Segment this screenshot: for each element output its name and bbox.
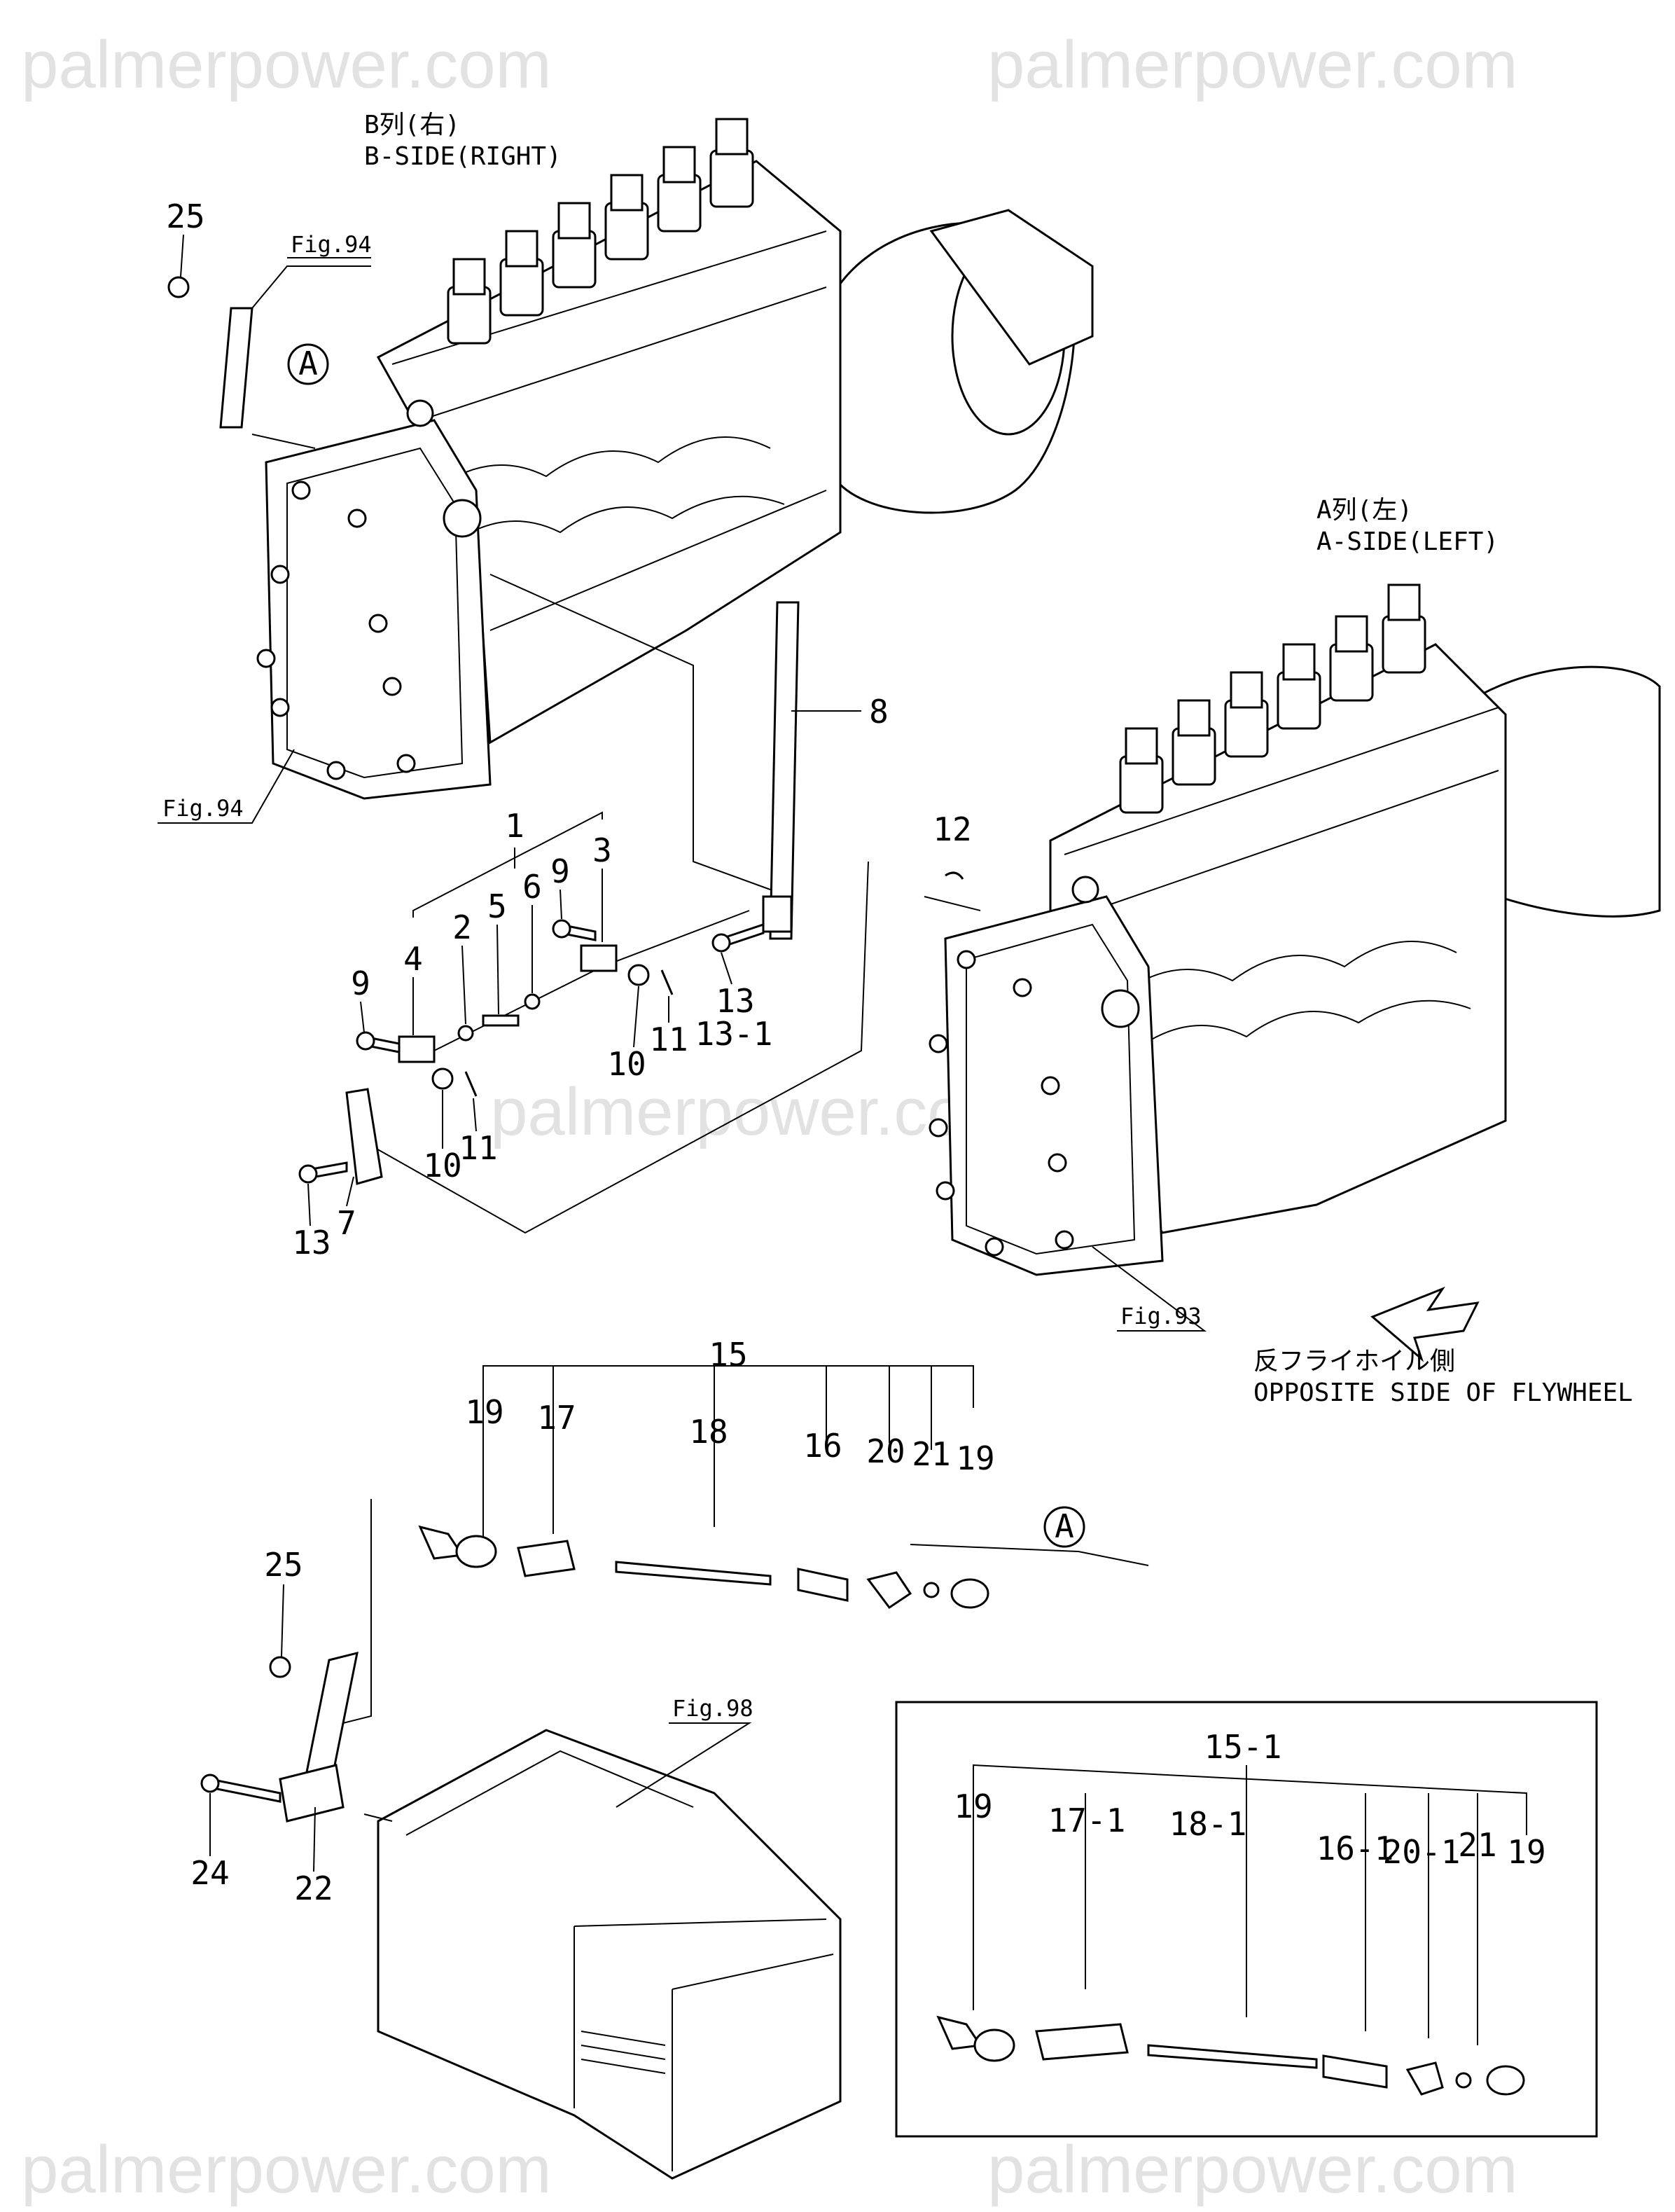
part-15-label: 15: [709, 1336, 747, 1374]
inset-ball-joint-left: [973, 2028, 1015, 2062]
part-20-1-label: 20-1: [1383, 1833, 1461, 1871]
yoke-3: [580, 944, 618, 972]
part-4-label: 4: [403, 940, 423, 978]
inset-rod-18-1: [1147, 2044, 1318, 2069]
part-21-label: 21: [912, 1435, 950, 1473]
part-16-1-label: 16-1: [1316, 1830, 1394, 1867]
nut-25-top: [167, 276, 190, 298]
b-side-heading-jp: B列(右): [364, 111, 460, 139]
part-3-label: 3: [592, 831, 612, 869]
ball-joint-19-right: [950, 1578, 989, 1609]
part-18-1-label: 18-1: [1169, 1805, 1247, 1843]
watermark-layer: palmerpower.com palmerpower.com palmerpo…: [21, 27, 1518, 2207]
bolt-24: [200, 1774, 220, 1793]
part-9-upper-label: 9: [550, 852, 570, 890]
part-22-label: 22: [294, 1869, 333, 1907]
lever-8: [769, 601, 800, 940]
part-20-label: 20: [866, 1432, 905, 1470]
part-5-label: 5: [487, 887, 507, 925]
delivery-valves: [447, 118, 754, 345]
inset-ball-joint-right: [1486, 2065, 1525, 2096]
inset-nut-20-1: [1405, 2061, 1444, 2096]
callout-a-mid-circle: [1043, 1506, 1085, 1548]
yoke-4: [398, 1035, 436, 1063]
part-15-1-label: 15-1: [1204, 1728, 1282, 1766]
part-21-inset-label: 21: [1458, 1826, 1496, 1864]
part-17-label: 17: [537, 1399, 576, 1437]
part-11-lower-label: 11: [459, 1129, 497, 1167]
inset-nut-21: [1455, 2072, 1472, 2089]
part-18-label: 18: [689, 1413, 728, 1451]
part-25-top-label: 25: [166, 198, 204, 235]
part-19-inset-right-label: 19: [1507, 1833, 1545, 1871]
rod-5: [482, 1014, 520, 1027]
rod-18: [615, 1561, 772, 1586]
callout-a-top-circle: [287, 343, 329, 385]
part-17-1-label: 17-1: [1048, 1802, 1126, 1839]
part-1-label: 1: [505, 807, 524, 845]
spring-16: [797, 1568, 849, 1602]
nut-25-bottom: [269, 1656, 291, 1678]
part-16-label: 16: [803, 1427, 842, 1465]
part-11-upper-label: 11: [649, 1021, 688, 1058]
fig-ref-93: Fig.93: [1120, 1303, 1202, 1329]
part-19-left-label: 19: [465, 1393, 503, 1431]
fig-ref-94-left: Fig.94: [162, 795, 244, 822]
a-side-heading-jp: A列(左): [1316, 496, 1412, 525]
a-side-injection-pump: [924, 583, 1661, 1276]
watermark-top-left: palmerpower.com: [21, 27, 552, 102]
part-2-label: 2: [452, 908, 472, 946]
part-24-label: 24: [190, 1854, 229, 1892]
a-side-heading-en: A-SIDE(LEFT): [1316, 527, 1499, 556]
b-side-injection-pump: [251, 118, 1094, 800]
part-13-lower-label: 13: [292, 1224, 331, 1261]
part-13-upper-label: 13: [716, 982, 754, 1020]
bracket-22-actuator: [200, 1499, 842, 2180]
nut-2: [457, 1025, 474, 1042]
part-10-lower-label: 10: [423, 1147, 461, 1184]
inset-frame: [895, 1701, 1598, 2138]
part-7-label: 7: [337, 1204, 356, 1242]
inset-15-1: [895, 1701, 1598, 2138]
part-10-upper-label: 10: [607, 1045, 646, 1083]
nut-21: [923, 1582, 940, 1598]
delivery-valves-a: [1119, 583, 1426, 814]
fig-ref-94-top: Fig.94: [291, 231, 372, 258]
part-8-label: 8: [869, 693, 889, 731]
fig-ref-98: Fig.98: [672, 1695, 753, 1722]
part-19-inset-left-label: 19: [954, 1788, 992, 1825]
flywheel-heading-jp: 反フライホイル側: [1253, 1347, 1455, 1376]
sleeve-17: [517, 1540, 576, 1577]
bracket-upper-left: [167, 265, 371, 429]
lever-7: [345, 1088, 383, 1185]
ball-joint-19-left: [455, 1535, 497, 1568]
part-number-labels: 25 8 12 1 2 3 4 5 6 9 9 13 13-1 10 11 10…: [166, 198, 1545, 1907]
callout-a-mid: A: [1055, 1507, 1074, 1545]
watermark-middle: palmerpower.com: [490, 1074, 1021, 1149]
callout-a-top: A: [298, 345, 318, 382]
part-25-bottom-label: 25: [264, 1546, 303, 1584]
rod-assembly-15: [418, 1365, 1149, 1610]
watermark-top-right: palmerpower.com: [987, 27, 1518, 102]
nut-6: [524, 993, 541, 1010]
flywheel-heading-en: OPPOSITE SIDE OF FLYWHEEL: [1253, 1378, 1633, 1407]
inset-spring-16-1: [1322, 2054, 1388, 2089]
part-13-1-label: 13-1: [695, 1015, 773, 1053]
nut-20: [866, 1571, 912, 1610]
part-19-right-label: 19: [956, 1439, 994, 1477]
part-9-lower-label: 9: [351, 965, 370, 1002]
linkage-assembly: [298, 574, 964, 1234]
inset-sleeve-17-1: [1035, 2023, 1129, 2061]
part-6-label: 6: [522, 868, 542, 906]
direction-arrow-icon: [1370, 1286, 1480, 1362]
watermark-bottom-right: palmerpower.com: [987, 2132, 1518, 2207]
b-side-heading-en: B-SIDE(RIGHT): [364, 142, 562, 171]
part-12-label: 12: [933, 810, 971, 848]
watermark-bottom-left: palmerpower.com: [21, 2132, 552, 2207]
